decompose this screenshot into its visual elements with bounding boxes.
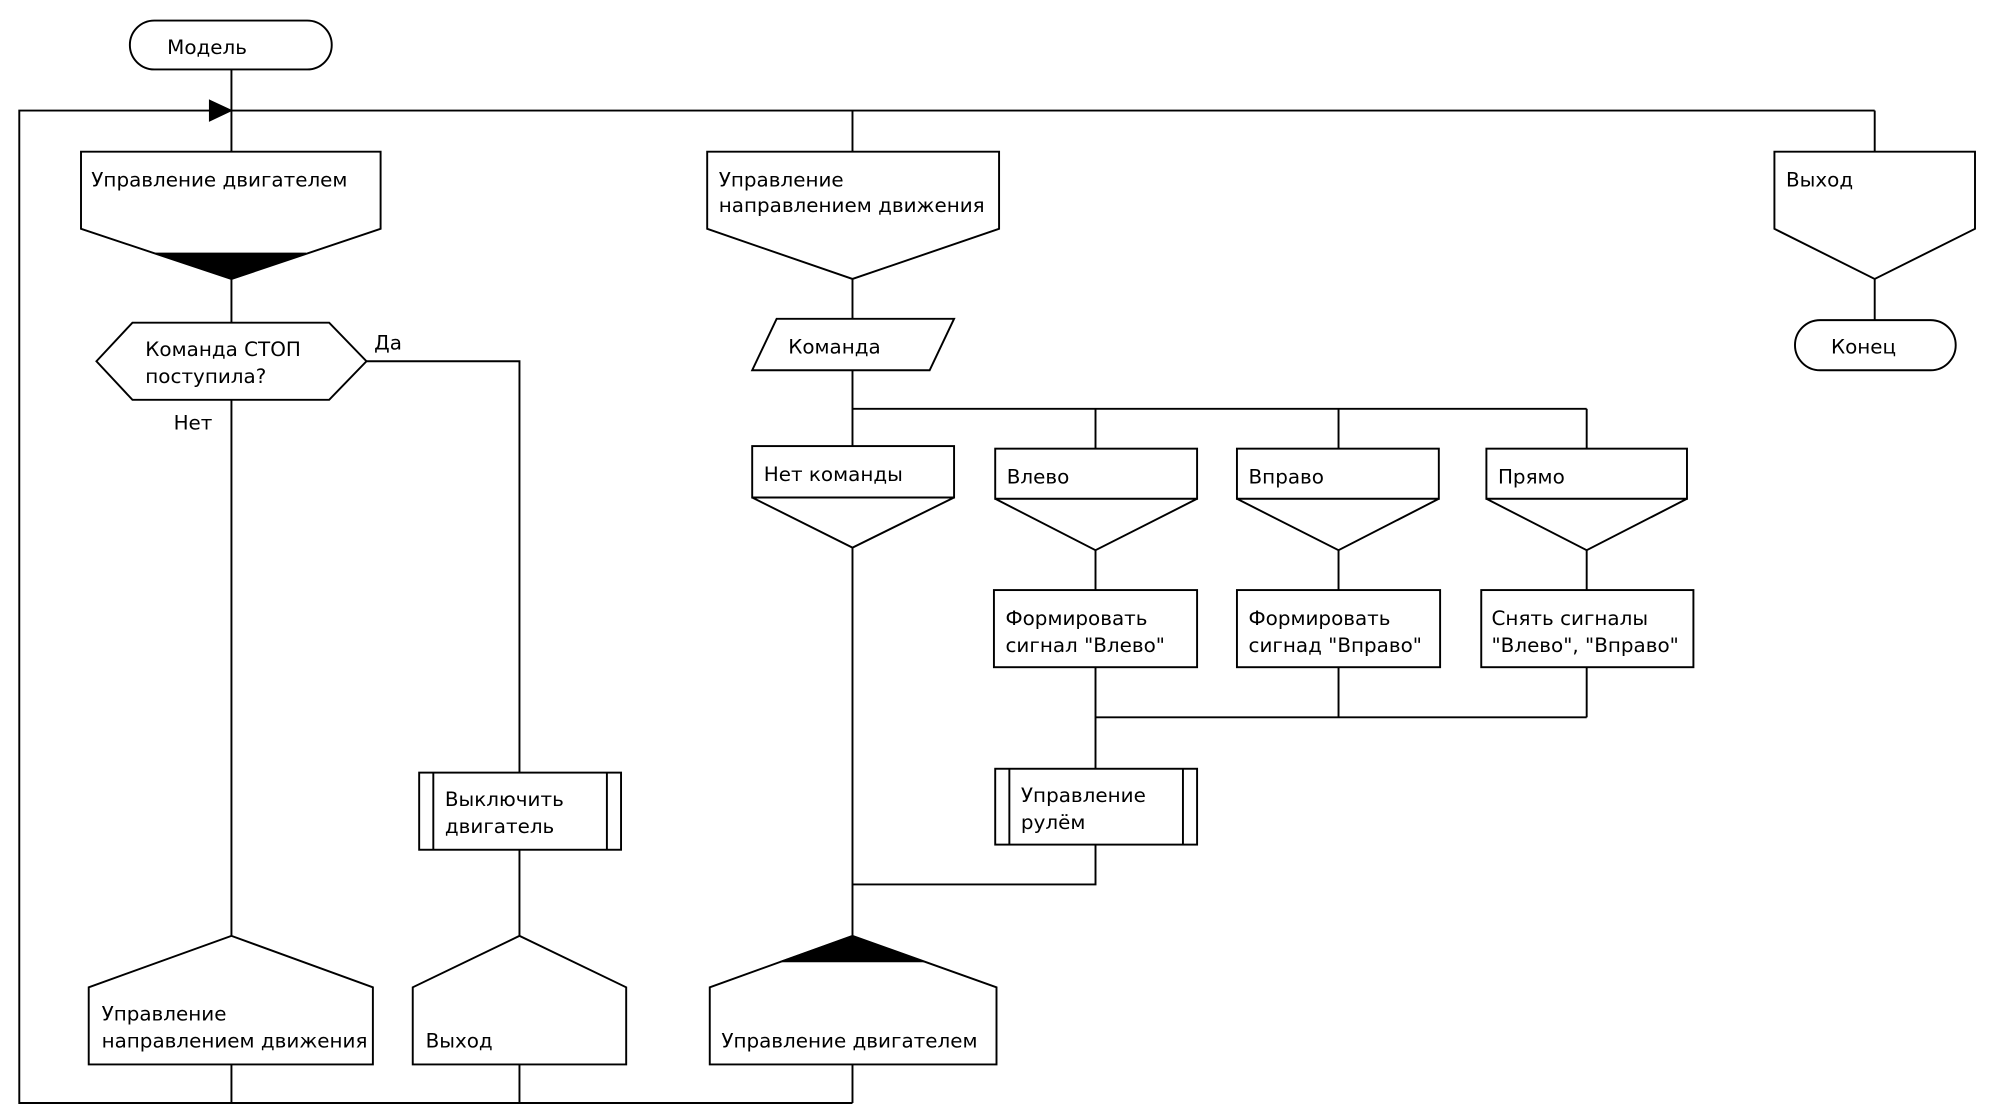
branch-header-exit[interactable]: Выход: [1773, 150, 1976, 281]
svg-text:сигнад "Вправо": сигнад "Вправо": [1249, 634, 1422, 657]
svg-text:направлением движения: направлением движения: [102, 1030, 368, 1053]
svg-text:Вправо: Вправо: [1249, 465, 1324, 488]
svg-text:поступила?: поступила?: [145, 365, 266, 388]
case-left[interactable]: Влево: [994, 447, 1199, 552]
no-label: Нет: [174, 411, 213, 434]
start-label: Модель: [167, 36, 247, 59]
end-terminal[interactable]: Конец: [1794, 319, 1957, 372]
case-no-command[interactable]: Нет команды: [751, 445, 956, 549]
case-straight[interactable]: Прямо: [1485, 447, 1688, 552]
action-signal-left[interactable]: Формировать сигнал "Влево": [992, 589, 1199, 669]
goto-direction-address[interactable]: Управление направлением движения: [87, 934, 374, 1066]
goto-exit-address[interactable]: Выход: [411, 934, 628, 1066]
action-clear-signals[interactable]: Снять сигналы "Влево", "Вправо": [1480, 589, 1695, 669]
svg-text:Нет команды: Нет команды: [764, 463, 903, 486]
connector-lines: [18, 69, 1876, 1104]
svg-text:Прямо: Прямо: [1498, 465, 1565, 488]
svg-text:Управление двигателем: Управление двигателем: [721, 1030, 977, 1053]
svg-text:двигатель: двигатель: [445, 815, 554, 838]
svg-text:Управление: Управление: [719, 168, 844, 191]
svg-text:"Влево", "Вправо": "Влево", "Вправо": [1492, 634, 1679, 657]
yes-label: Да: [374, 332, 402, 355]
svg-text:Выключить: Выключить: [445, 788, 564, 811]
goto-engine-address[interactable]: Управление двигателем: [708, 934, 998, 1066]
svg-text:Конец: Конец: [1831, 336, 1896, 359]
svg-text:рулём: рулём: [1021, 811, 1085, 834]
action-signal-right[interactable]: Формировать сигнад "Вправо": [1235, 589, 1442, 669]
svg-text:Выход: Выход: [1786, 168, 1853, 191]
svg-text:Влево: Влево: [1007, 465, 1070, 488]
svg-text:Управление: Управление: [1021, 784, 1146, 807]
svg-text:сигнал "Влево": сигнал "Влево": [1006, 634, 1165, 657]
svg-text:Снять сигналы: Снять сигналы: [1492, 607, 1649, 630]
branch-header-engine[interactable]: Управление двигателем: [80, 150, 382, 280]
svg-text:Команда: Команда: [788, 336, 881, 359]
svg-text:Команда СТОП: Команда СТОП: [145, 338, 301, 361]
svg-text:Управление двигателем: Управление двигателем: [91, 168, 347, 191]
svg-text:направлением движения: направлением движения: [719, 194, 985, 217]
svg-text:Формировать: Формировать: [1006, 607, 1148, 630]
start-terminal[interactable]: Модель: [128, 19, 333, 71]
subroutine-steering[interactable]: Управление рулём: [994, 767, 1199, 846]
svg-text:Выход: Выход: [426, 1030, 493, 1053]
svg-text:Управление: Управление: [102, 1003, 227, 1026]
case-right[interactable]: Вправо: [1235, 447, 1440, 552]
branch-header-direction[interactable]: Управление направлением движения: [706, 150, 1001, 280]
loop-arrow-icon: [208, 99, 233, 122]
decision-stop-command[interactable]: Команда СТОП поступила?: [95, 321, 368, 401]
input-command[interactable]: Команда: [750, 317, 956, 372]
svg-text:Формировать: Формировать: [1249, 607, 1391, 630]
subroutine-engine-off[interactable]: Выключить двигатель: [418, 771, 623, 851]
